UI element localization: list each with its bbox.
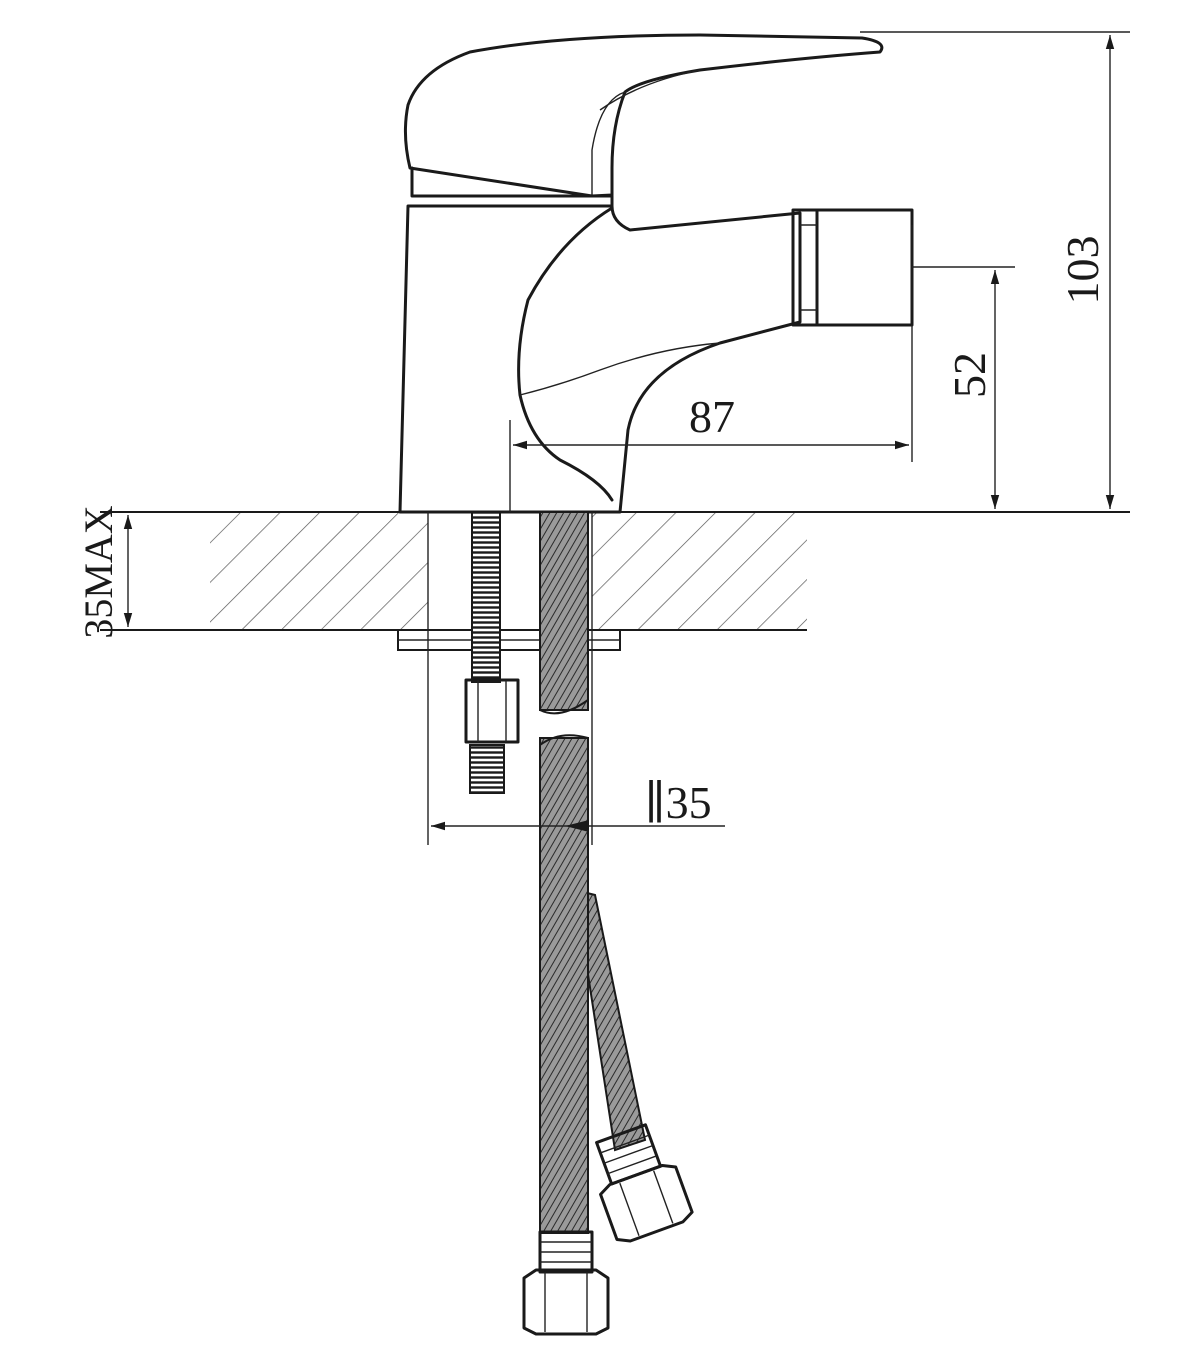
dim-label-spout-reach: 87 xyxy=(689,391,735,442)
flexible-hoses xyxy=(522,511,694,1336)
dimension-overall-height: 103 xyxy=(860,31,1130,509)
hose-main xyxy=(539,511,589,711)
aerator-nozzle xyxy=(791,208,914,327)
stud-nut xyxy=(464,678,520,744)
dim-label-spout-height: 52 xyxy=(944,352,995,398)
countertop-section xyxy=(100,511,1130,631)
dimension-hole-diameter: ∥35 xyxy=(431,777,725,832)
faucet-body xyxy=(398,33,914,514)
hose-ferrule-secondary xyxy=(595,1123,694,1243)
body-cylinder xyxy=(398,204,802,514)
lever-handle xyxy=(403,33,884,198)
hose-ferrule-main xyxy=(538,1230,594,1274)
dimension-counter-thickness: 35MAX xyxy=(76,505,133,639)
mounting-hardware xyxy=(397,511,621,845)
spout-curve xyxy=(517,206,614,502)
dim-label-overall-height: 103 xyxy=(1057,236,1108,305)
dimension-spout-height: 52 xyxy=(912,266,1015,509)
dim-label-counter-thickness: 35MAX xyxy=(76,505,121,638)
dimension-spout-reach: 87 xyxy=(509,325,913,512)
hose-nut-main xyxy=(522,1268,610,1336)
dim-label-hole-diameter: ∥35 xyxy=(644,777,711,828)
threaded-stud xyxy=(471,511,501,683)
